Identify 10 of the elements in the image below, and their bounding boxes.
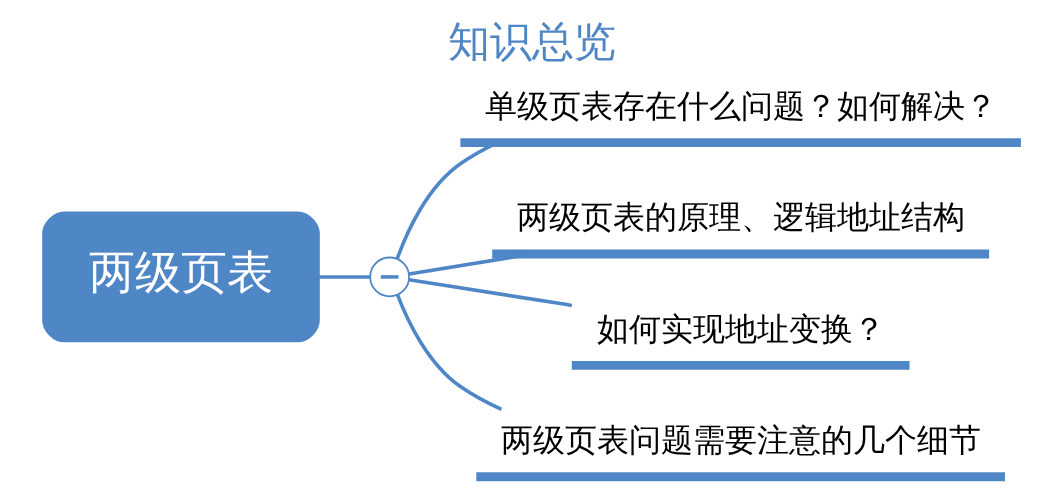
node-box: 两级页表 bbox=[42, 211, 320, 343]
diagram-title: 知识总览 bbox=[448, 17, 616, 67]
connector bbox=[319, 275, 370, 279]
node-circle bbox=[369, 256, 410, 298]
connector bbox=[395, 294, 503, 411]
node-text: 两级页表的原理、逻辑地址结构 bbox=[516, 198, 965, 237]
node-text: 两级页表问题需要注意的几个细节 bbox=[500, 420, 981, 459]
node-text: 如何实现地址变换？ bbox=[596, 309, 885, 348]
node-text: 单级页表存在什么问题？如何解决？ bbox=[484, 86, 997, 125]
connector bbox=[408, 278, 573, 308]
